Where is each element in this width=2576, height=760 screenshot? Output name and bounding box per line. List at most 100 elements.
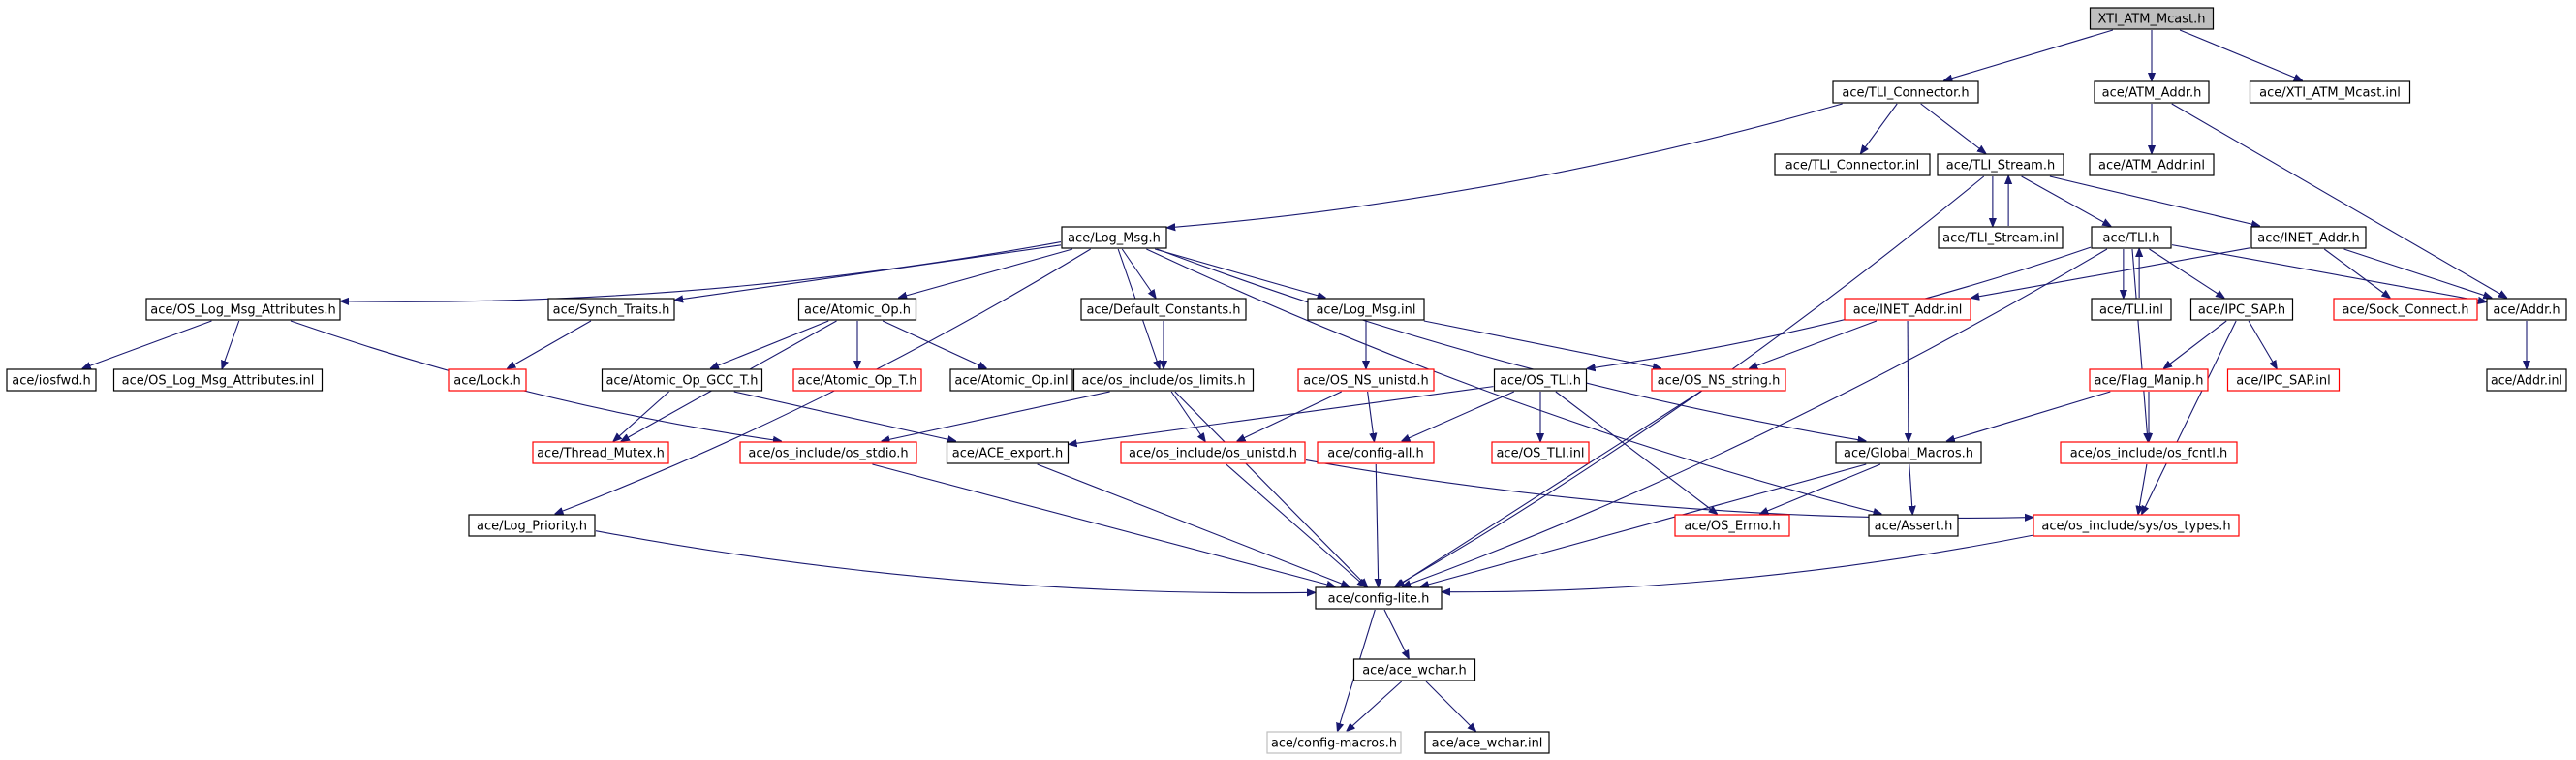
node-box[interactable]: [2189, 298, 2294, 321]
node-ace-ace-export-h[interactable]: ace/ACE_export.h: [946, 441, 1070, 464]
node-box[interactable]: [1774, 153, 1931, 176]
node-ace-atomic-op-t-h[interactable]: ace/Atomic_Op_T.h: [792, 368, 922, 392]
node-box[interactable]: [1315, 586, 1443, 610]
node-box[interactable]: [1651, 368, 1786, 392]
node-ace-addr-inl[interactable]: ace/Addr.inl: [2486, 368, 2567, 392]
node-ace-os-include-os-limits-h[interactable]: ace/os_include/os_limits.h: [1072, 368, 1255, 392]
node-ace-config-macros-h[interactable]: ace/config-macros.h: [1266, 731, 1402, 754]
node-ace-os-tli-inl[interactable]: ace/OS_TLI.inl: [1491, 441, 1590, 464]
node-box[interactable]: [1937, 153, 2064, 176]
node-box[interactable]: [2091, 298, 2172, 321]
node-box[interactable]: [1080, 298, 1247, 321]
node-ace-ace-wchar-h[interactable]: ace/ace_wchar.h: [1352, 658, 1476, 681]
node-box[interactable]: [1832, 80, 1979, 104]
node-ace-ipc-sap-inl[interactable]: ace/IPC_SAP.inl: [2226, 368, 2341, 392]
node-ace-atm-addr-inl[interactable]: ace/ATM_Addr.inl: [2089, 153, 2215, 176]
node-ace-log-msg-h[interactable]: ace/Log_Msg.h: [1061, 226, 1167, 249]
node-ace-log-priority-h[interactable]: ace/Log_Priority.h: [468, 514, 596, 537]
node-box[interactable]: [1674, 514, 1790, 537]
node-box[interactable]: [2091, 226, 2172, 249]
node-box[interactable]: [1491, 441, 1590, 464]
node-box[interactable]: [2094, 80, 2210, 104]
node-box[interactable]: [1307, 298, 1425, 321]
node-box[interactable]: [2089, 153, 2215, 176]
node-ace-flag-manip-h[interactable]: ace/Flag_Manip.h: [2089, 368, 2209, 392]
node-box[interactable]: [1424, 731, 1550, 754]
node-ace-atomic-op-inl[interactable]: ace/Atomic_Op.inl: [949, 368, 1073, 392]
node-box[interactable]: [1120, 441, 1306, 464]
node-ace-sock-connect-h[interactable]: ace/Sock_Connect.h: [2333, 298, 2478, 321]
node-ace-iosfwd-h[interactable]: ace/iosfwd.h: [6, 368, 97, 392]
node-ace-synch-traits-h[interactable]: ace/Synch_Traits.h: [547, 298, 675, 321]
node-ace-default-constants-h[interactable]: ace/Default_Constants.h: [1080, 298, 1247, 321]
node-box[interactable]: [946, 441, 1070, 464]
node-box[interactable]: [1938, 226, 2064, 249]
node-box[interactable]: [1844, 298, 1971, 321]
node-box[interactable]: [2250, 226, 2367, 249]
node-box[interactable]: [2249, 80, 2411, 104]
node-box[interactable]: [2486, 298, 2567, 321]
node-ace-tli-connector-inl[interactable]: ace/TLI_Connector.inl: [1774, 153, 1931, 176]
node-box[interactable]: [1868, 514, 1959, 537]
node-box[interactable]: [1061, 226, 1167, 249]
node-ace-tli-connector-h[interactable]: ace/TLI_Connector.h: [1832, 80, 1979, 104]
node-ace-global-macros-h[interactable]: ace/Global_Macros.h: [1835, 441, 1982, 464]
node-ace-tli-inl[interactable]: ace/TLI.inl: [2091, 298, 2172, 321]
node-ace-inet-addr-inl[interactable]: ace/INET_Addr.inl: [1844, 298, 1971, 321]
node-ace-lock-h[interactable]: ace/Lock.h: [448, 368, 527, 392]
node-box[interactable]: [2089, 7, 2215, 30]
node-box[interactable]: [1266, 731, 1402, 754]
node-ace-os-ns-string-h[interactable]: ace/OS_NS_string.h: [1651, 368, 1786, 392]
node-box[interactable]: [1835, 441, 1982, 464]
node-ace-config-all-h[interactable]: ace/config-all.h: [1317, 441, 1435, 464]
node-box[interactable]: [1072, 368, 1255, 392]
node-box[interactable]: [797, 298, 917, 321]
node-box[interactable]: [547, 298, 675, 321]
node-box[interactable]: [739, 441, 917, 464]
node-ace-os-include-os-stdio-h[interactable]: ace/os_include/os_stdio.h: [739, 441, 917, 464]
node-box[interactable]: [1317, 441, 1435, 464]
node-ace-os-log-msg-attributes-inl[interactable]: ace/OS_Log_Msg_Attributes.inl: [112, 368, 324, 392]
node-box[interactable]: [949, 368, 1073, 392]
node-box[interactable]: [2033, 514, 2240, 537]
node-ace-ace-wchar-inl[interactable]: ace/ace_wchar.inl: [1424, 731, 1550, 754]
node-ace-xti-atm-mcast-inl[interactable]: ace/XTI_ATM_Mcast.inl: [2249, 80, 2411, 104]
node-ace-os-include-sys-os-types-h[interactable]: ace/os_include/sys/os_types.h: [2033, 514, 2240, 537]
node-ace-tli-h[interactable]: ace/TLI.h: [2091, 226, 2172, 249]
node-box[interactable]: [2333, 298, 2478, 321]
node-xti-atm-mcast-h[interactable]: XTI_ATM_Mcast.h: [2089, 7, 2215, 30]
node-ace-tli-stream-h[interactable]: ace/TLI_Stream.h: [1937, 153, 2064, 176]
node-ace-os-tli-h[interactable]: ace/OS_TLI.h: [1493, 368, 1588, 392]
node-ace-inet-addr-h[interactable]: ace/INET_Addr.h: [2250, 226, 2367, 249]
node-box[interactable]: [601, 368, 763, 392]
node-ace-atomic-op-h[interactable]: ace/Atomic_Op.h: [797, 298, 917, 321]
node-ace-os-include-os-unistd-h[interactable]: ace/os_include/os_unistd.h: [1120, 441, 1306, 464]
node-ace-addr-h[interactable]: ace/Addr.h: [2486, 298, 2567, 321]
node-ace-thread-mutex-h[interactable]: ace/Thread_Mutex.h: [532, 441, 669, 464]
node-ace-os-errno-h[interactable]: ace/OS_Errno.h: [1674, 514, 1790, 537]
node-box[interactable]: [1352, 658, 1476, 681]
node-box[interactable]: [2486, 368, 2567, 392]
node-box[interactable]: [1297, 368, 1435, 392]
node-box[interactable]: [2089, 368, 2209, 392]
node-ace-config-lite-h[interactable]: ace/config-lite.h: [1315, 586, 1443, 610]
node-box[interactable]: [145, 298, 341, 321]
node-box[interactable]: [532, 441, 669, 464]
node-ace-ipc-sap-h[interactable]: ace/IPC_SAP.h: [2189, 298, 2294, 321]
node-box[interactable]: [468, 514, 596, 537]
node-ace-assert-h[interactable]: ace/Assert.h: [1868, 514, 1959, 537]
node-box[interactable]: [1493, 368, 1588, 392]
node-box[interactable]: [6, 368, 97, 392]
node-ace-os-ns-unistd-h[interactable]: ace/OS_NS_unistd.h: [1297, 368, 1435, 392]
node-ace-log-msg-inl[interactable]: ace/Log_Msg.inl: [1307, 298, 1425, 321]
node-ace-os-log-msg-attributes-h[interactable]: ace/OS_Log_Msg_Attributes.h: [145, 298, 341, 321]
node-ace-os-include-os-fcntl-h[interactable]: ace/os_include/os_fcntl.h: [2060, 441, 2238, 464]
node-box[interactable]: [792, 368, 922, 392]
node-box[interactable]: [2060, 441, 2238, 464]
node-box[interactable]: [2226, 368, 2341, 392]
node-box[interactable]: [448, 368, 527, 392]
node-box[interactable]: [112, 368, 324, 392]
node-ace-tli-stream-inl[interactable]: ace/TLI_Stream.inl: [1938, 226, 2064, 249]
node-ace-atomic-op-gcc-t-h[interactable]: ace/Atomic_Op_GCC_T.h: [601, 368, 763, 392]
node-ace-atm-addr-h[interactable]: ace/ATM_Addr.h: [2094, 80, 2210, 104]
